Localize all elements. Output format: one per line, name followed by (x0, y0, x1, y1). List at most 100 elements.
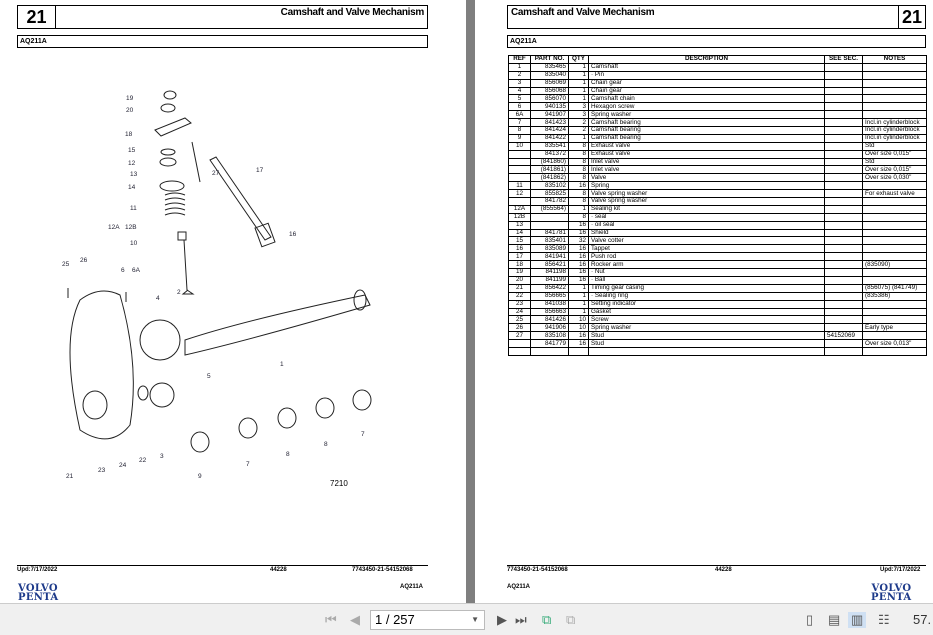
last-page-icon[interactable]: ⏭ (515, 612, 527, 627)
table-cell (862, 78, 927, 88)
table-cell (824, 260, 863, 270)
table-cell (862, 244, 927, 254)
continuous-view-icon[interactable]: ▤ (828, 612, 841, 627)
table-cell: 856422 (530, 283, 569, 293)
page-number-input[interactable]: 1 / 257▼ (370, 610, 485, 630)
table-cell: 8 (568, 212, 589, 222)
table-cell: Sealing kit (588, 204, 825, 214)
table-cell: 18 (508, 260, 531, 270)
page-title: Camshaft and Valve Mechanism (507, 5, 899, 29)
table-cell: 856068 (530, 86, 569, 96)
chevron-down-icon[interactable]: ▼ (471, 615, 479, 624)
page-copy-icon[interactable]: ⧉ (566, 612, 576, 627)
table-cell: 835108 (530, 331, 569, 341)
table-cell (824, 220, 863, 230)
table-cell: 1 (568, 133, 589, 143)
table-cell: · Ball (588, 275, 825, 285)
table-cell: 13 (508, 220, 531, 230)
table-cell (824, 141, 863, 151)
table-cell (824, 346, 863, 356)
model-label: AQ211A (507, 35, 926, 48)
table-cell (862, 299, 927, 309)
next-page-icon[interactable]: ▶ (497, 612, 507, 627)
table-cell (862, 197, 927, 206)
table-cell (824, 62, 863, 72)
table-cell: 7 (508, 118, 531, 128)
table-cell: 16 (568, 331, 589, 341)
table-cell: 856070 (530, 94, 569, 104)
rotate-page-icon[interactable]: ⧉ (542, 612, 552, 627)
table-cell: Over size 0,015" (862, 149, 927, 159)
svg-text:6: 6 (121, 267, 125, 274)
table-cell: Shield (588, 228, 825, 238)
table-cell: Over size 0,015" (862, 165, 927, 175)
table-cell: Tappet (588, 244, 825, 254)
table-cell (824, 299, 863, 309)
table-cell (824, 78, 863, 88)
table-cell: 856069 (530, 78, 569, 88)
model-label: AQ211A (17, 35, 428, 48)
table-cell (824, 228, 863, 238)
table-cell: 841424 (530, 126, 569, 135)
two-page-continuous-icon[interactable]: ☷ (878, 612, 890, 627)
table-cell: 10 (568, 323, 589, 333)
table-cell: Hexagon screw (588, 102, 825, 112)
table-cell (862, 220, 927, 230)
table-cell (530, 220, 569, 230)
section-number: 21 (898, 5, 926, 29)
table-cell: 32 (568, 236, 589, 246)
previous-page-icon[interactable]: ◀ (350, 612, 360, 627)
svg-text:7: 7 (361, 431, 365, 438)
table-cell: 8 (568, 173, 589, 183)
svg-text:16: 16 (289, 231, 297, 238)
single-page-view-icon[interactable]: ▯ (806, 612, 814, 627)
table-cell: 856663 (530, 307, 569, 317)
table-cell: (856075) (841749) (862, 283, 927, 293)
table-cell: 841198 (530, 268, 569, 277)
table-cell (824, 102, 863, 112)
table-cell (824, 291, 863, 301)
table-cell: 835541 (530, 141, 569, 151)
table-cell: 12B (508, 212, 531, 222)
two-page-view-icon[interactable]: ▥ (848, 612, 867, 628)
zoom-level[interactable]: 57. (913, 612, 932, 627)
table-cell: 1 (568, 78, 589, 88)
table-cell: 1 (508, 62, 531, 72)
table-cell: 16 (568, 252, 589, 262)
footer-doc: 7743450-21-54152068 (507, 567, 568, 573)
table-cell: 841782 (530, 197, 569, 206)
table-cell (824, 244, 863, 254)
first-page-icon[interactable]: ⏮ (325, 612, 337, 627)
table-cell: 5 (508, 94, 531, 104)
svg-text:10: 10 (130, 240, 138, 247)
table-cell (508, 165, 531, 175)
table-cell: Exhaust valve (588, 149, 825, 159)
table-cell: 14 (508, 228, 531, 238)
svg-text:26: 26 (80, 257, 88, 264)
table-cell (508, 346, 531, 356)
table-cell: 1 (568, 283, 589, 293)
svg-text:12: 12 (128, 160, 136, 167)
table-cell: Camshaft chain (588, 94, 825, 104)
svg-text:23: 23 (98, 467, 106, 474)
callout-label: 19 (126, 95, 134, 102)
table-cell: Inlet valve (588, 165, 825, 175)
table-cell (824, 165, 863, 175)
table-cell (862, 86, 927, 96)
section-number: 21 (17, 5, 56, 29)
table-cell: 17 (508, 252, 531, 262)
table-cell: 19 (508, 268, 531, 277)
table-cell: 856665 (530, 291, 569, 301)
